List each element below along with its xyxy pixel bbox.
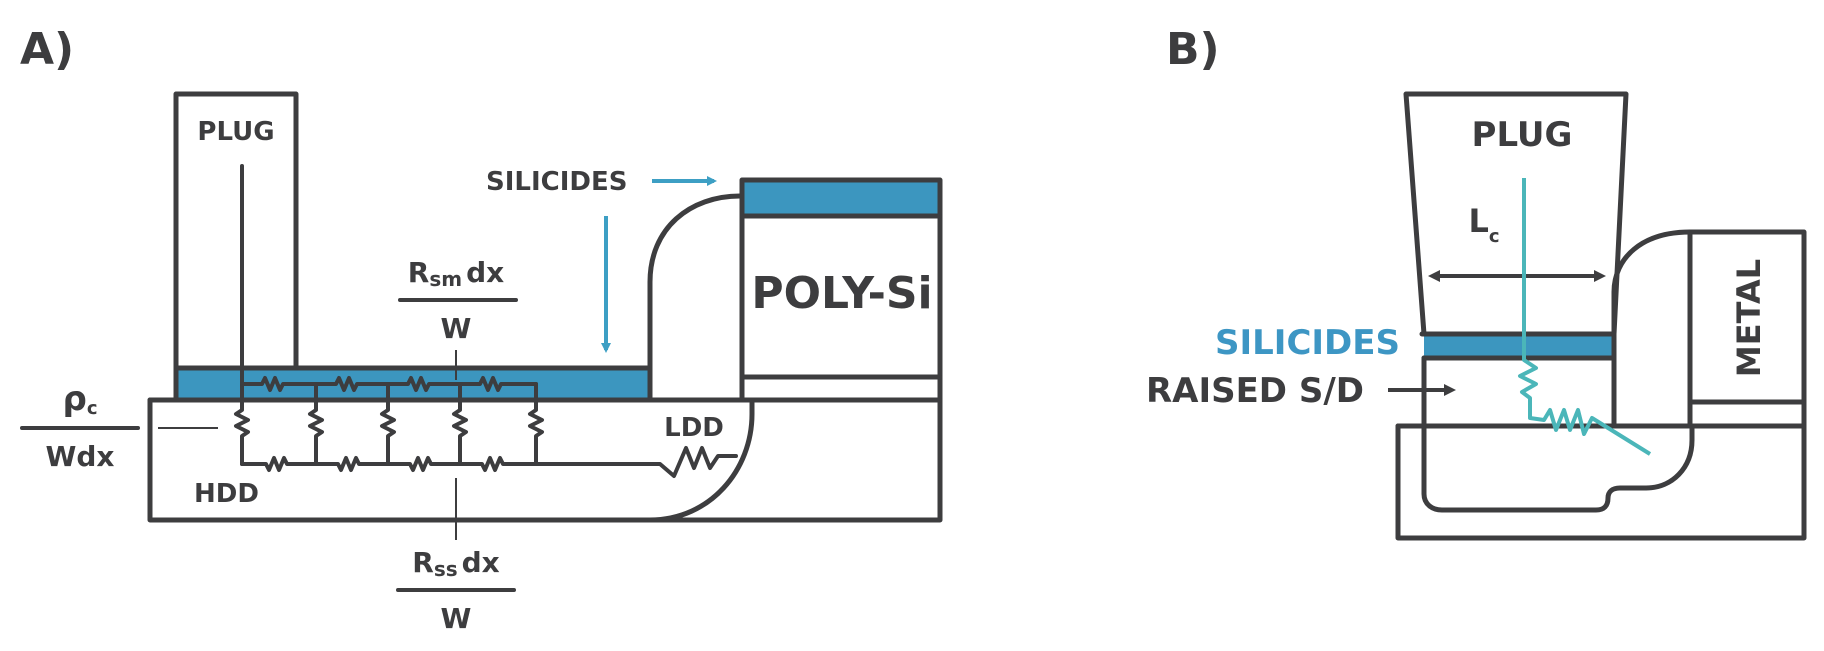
gate-spacer-outline	[647, 193, 743, 403]
poly-si-label: POLY-Si	[751, 268, 932, 319]
gate-spacer-outline-b	[1611, 229, 1693, 429]
rss-denominator: W	[441, 602, 472, 635]
silicide-layer-b	[1424, 334, 1614, 356]
rho-main: ρ	[62, 379, 86, 419]
substrate-outline-b	[1395, 423, 1807, 541]
lc-label: Lc	[1468, 202, 1499, 247]
diffusion-resistor-chain	[240, 446, 738, 478]
substrate-outline	[147, 397, 943, 523]
contact-resistor-3	[380, 382, 396, 466]
lc-main: L	[1468, 202, 1488, 240]
contact-resistor-1	[234, 398, 250, 466]
contact-resistor-5	[528, 382, 544, 466]
rho-fraction: ρc Wdx	[20, 379, 218, 473]
plug-outline-b	[1403, 91, 1629, 337]
silicides-label-a: SILICIDES	[486, 167, 627, 197]
ldd-curve	[647, 397, 755, 523]
panel-b-label: B)	[1166, 24, 1220, 75]
panel-b: B) PLUG METAL Lc SILICIDES RAISED S/D	[1146, 24, 1807, 541]
panel-a-label: A)	[20, 24, 74, 75]
gate-silicide-layer	[742, 180, 940, 216]
rho-numerator: ρc	[62, 379, 97, 419]
ldd-label: LDD	[664, 413, 724, 443]
metal-gate-outline	[1687, 229, 1807, 429]
rsm-sub: sm	[429, 267, 462, 291]
contact-resistor-2	[308, 382, 324, 466]
contact-resistor-4	[452, 382, 468, 466]
raised-sd-label: RAISED S/D	[1146, 371, 1364, 411]
plug-outline-a	[173, 91, 299, 403]
rsm-main: R	[408, 256, 430, 289]
panel-a: A) PLUG POLY-Si LDD HDD SILICIDES	[20, 24, 943, 635]
raised-sd-outline	[1421, 355, 1695, 513]
rss-sub: ss	[434, 557, 458, 581]
hdd-label: HDD	[194, 479, 259, 509]
plug-label-a: PLUG	[197, 117, 274, 147]
rho-denominator: Wdx	[46, 440, 115, 473]
lc-sub: c	[1489, 226, 1500, 247]
rho-sub: c	[87, 398, 98, 419]
rss-tail: dx	[462, 546, 500, 579]
plug-label-b: PLUG	[1472, 115, 1573, 155]
gate-outline	[739, 177, 943, 403]
rss-main: R	[412, 546, 434, 579]
current-path	[1518, 178, 1652, 456]
metal-label: METAL	[1730, 259, 1768, 377]
resistor-network	[234, 376, 738, 478]
rsm-tail: dx	[466, 256, 504, 289]
rsm-denominator: W	[441, 312, 472, 345]
silicide-resistor-chain	[240, 376, 538, 392]
silicides-label-b: SILICIDES	[1215, 323, 1400, 363]
